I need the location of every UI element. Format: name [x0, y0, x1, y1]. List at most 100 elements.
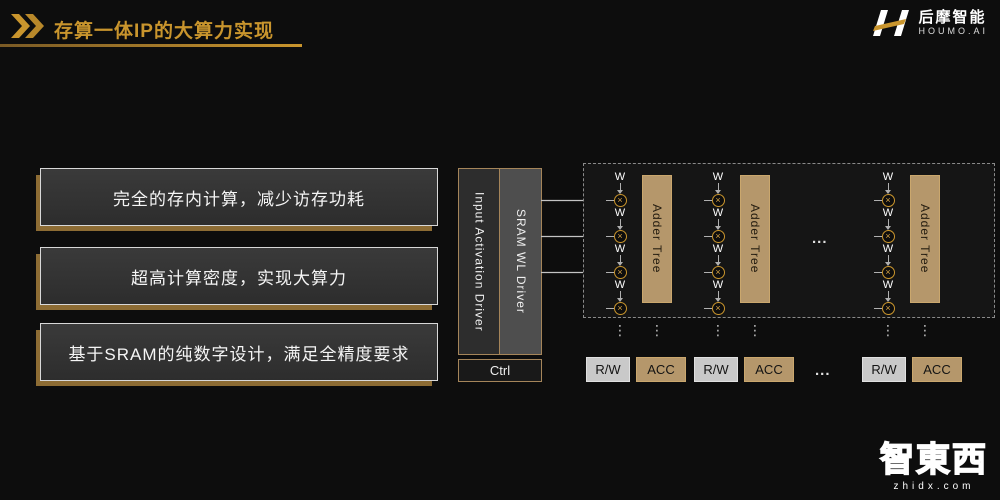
v-ellipsis: ⋮: [881, 322, 895, 338]
weight-multiply-unit: W ×: [605, 171, 627, 207]
multiply-icon: ×: [703, 194, 725, 207]
down-arrow-icon: [714, 255, 721, 266]
ctrl-label: Ctrl: [489, 363, 511, 378]
weight-label: W: [882, 171, 894, 183]
weight-multiply-unit: W ×: [703, 171, 725, 207]
multiply-symbol: ×: [715, 303, 721, 313]
driver-block: Input Activation Driver SRAM WL Driver: [458, 168, 542, 355]
weight-input-column-2: W × W × W × W ×: [703, 171, 728, 315]
multiply-icon: ×: [873, 194, 895, 207]
acc-box-3: ACC: [912, 357, 962, 382]
sram-wl-driver: SRAM WL Driver: [500, 169, 541, 354]
houmo-h-icon: [873, 10, 910, 36]
multiply-symbol: ×: [617, 303, 623, 313]
rw-box-2: R/W: [694, 357, 738, 382]
multiply-symbol: ×: [617, 267, 623, 277]
adder-tree-label: Adder Tree: [650, 204, 664, 274]
down-arrow-icon: [616, 219, 623, 230]
feature-text-2: 超高计算密度，实现大算力: [131, 268, 347, 288]
weight-multiply-unit: W ×: [703, 279, 725, 315]
feature-box-1: 完全的存内计算，减少访存功耗: [40, 168, 438, 226]
rw-label: R/W: [871, 362, 897, 377]
multiply-symbol: ×: [885, 195, 891, 205]
acc-label: ACC: [755, 362, 783, 377]
weight-label: W: [882, 279, 894, 291]
weight-label: W: [712, 171, 724, 183]
down-arrow-icon: [714, 291, 721, 302]
weight-multiply-unit: W ×: [605, 243, 627, 279]
weight-multiply-unit: W ×: [873, 171, 895, 207]
watermark-site: zhidx.com: [893, 481, 975, 492]
multiply-icon: ×: [873, 302, 895, 315]
compute-column-group-2: W × W × W × W × Adder Tree: [703, 171, 770, 315]
multiply-icon: ×: [605, 302, 627, 315]
v-ellipsis: ⋮: [613, 322, 627, 338]
h-ellipsis-rw-row: ...: [815, 362, 831, 379]
multiply-icon: ×: [873, 266, 895, 279]
multiply-icon: ×: [605, 194, 627, 207]
adder-tree-box-3: Adder Tree: [910, 175, 940, 303]
weight-multiply-unit: W ×: [873, 279, 895, 315]
title-underline: [0, 44, 302, 47]
weight-label: W: [614, 171, 626, 183]
v-ellipsis: ⋮: [748, 322, 762, 338]
acc-box-1: ACC: [636, 357, 686, 382]
weight-label: W: [882, 243, 894, 255]
weight-label: W: [614, 243, 626, 255]
weight-label: W: [614, 279, 626, 291]
acc-box-2: ACC: [744, 357, 794, 382]
acc-label: ACC: [923, 362, 951, 377]
adder-tree-label: Adder Tree: [918, 204, 932, 274]
multiply-icon: ×: [703, 266, 725, 279]
rw-box-3: R/W: [862, 357, 906, 382]
weight-multiply-unit: W ×: [605, 207, 627, 243]
feature-text-3: 基于SRAM的纯数字设计，满足全精度要求: [68, 344, 410, 364]
weight-label: W: [614, 207, 626, 219]
logo-company-domain: HOUMO.AI: [918, 26, 988, 36]
weight-label: W: [882, 207, 894, 219]
multiply-icon: ×: [703, 302, 725, 315]
slide-title: 存算一体IP的大算力实现: [54, 21, 274, 42]
v-ellipsis: ⋮: [918, 322, 932, 338]
weight-input-column-3: W × W × W × W ×: [873, 171, 898, 315]
multiply-symbol: ×: [617, 195, 623, 205]
multiply-symbol: ×: [885, 303, 891, 313]
adder-tree-box-1: Adder Tree: [642, 175, 672, 303]
multiply-icon: ×: [703, 230, 725, 243]
weight-multiply-unit: W ×: [605, 279, 627, 315]
input-activation-driver: Input Activation Driver: [459, 169, 500, 354]
rw-label: R/W: [703, 362, 729, 377]
adder-tree-box-2: Adder Tree: [740, 175, 770, 303]
multiply-icon: ×: [605, 230, 627, 243]
weight-multiply-unit: W ×: [703, 207, 725, 243]
multiply-symbol: ×: [885, 231, 891, 241]
down-arrow-icon: [714, 219, 721, 230]
down-arrow-icon: [884, 219, 891, 230]
multiply-symbol: ×: [715, 231, 721, 241]
v-ellipsis: ⋮: [711, 322, 725, 338]
watermark-brand: 智東西: [879, 440, 988, 479]
multiply-symbol: ×: [885, 267, 891, 277]
weight-label: W: [712, 207, 724, 219]
down-arrow-icon: [884, 291, 891, 302]
rw-box-1: R/W: [586, 357, 630, 382]
weight-multiply-unit: W ×: [873, 207, 895, 243]
multiply-icon: ×: [605, 266, 627, 279]
adder-tree-label: Adder Tree: [748, 204, 762, 274]
houmo-logo: 后摩智能 HOUMO.AI: [867, 8, 988, 38]
sram-driver-label: SRAM WL Driver: [514, 209, 528, 314]
weight-multiply-unit: W ×: [703, 243, 725, 279]
rw-label: R/W: [595, 362, 621, 377]
logo-company-name: 后摩智能: [918, 9, 987, 26]
down-arrow-icon: [616, 255, 623, 266]
down-arrow-icon: [616, 183, 623, 194]
feature-box-3: 基于SRAM的纯数字设计，满足全精度要求: [40, 323, 438, 381]
down-arrow-icon: [714, 183, 721, 194]
acc-label: ACC: [647, 362, 675, 377]
h-ellipsis-array: ...: [812, 230, 828, 247]
down-arrow-icon: [616, 291, 623, 302]
zhidx-watermark: 智東西 zhidx.com: [879, 440, 988, 492]
compute-column-group-1: W × W × W × W × Adder Tree: [605, 171, 672, 315]
ctrl-box: Ctrl: [458, 359, 542, 382]
